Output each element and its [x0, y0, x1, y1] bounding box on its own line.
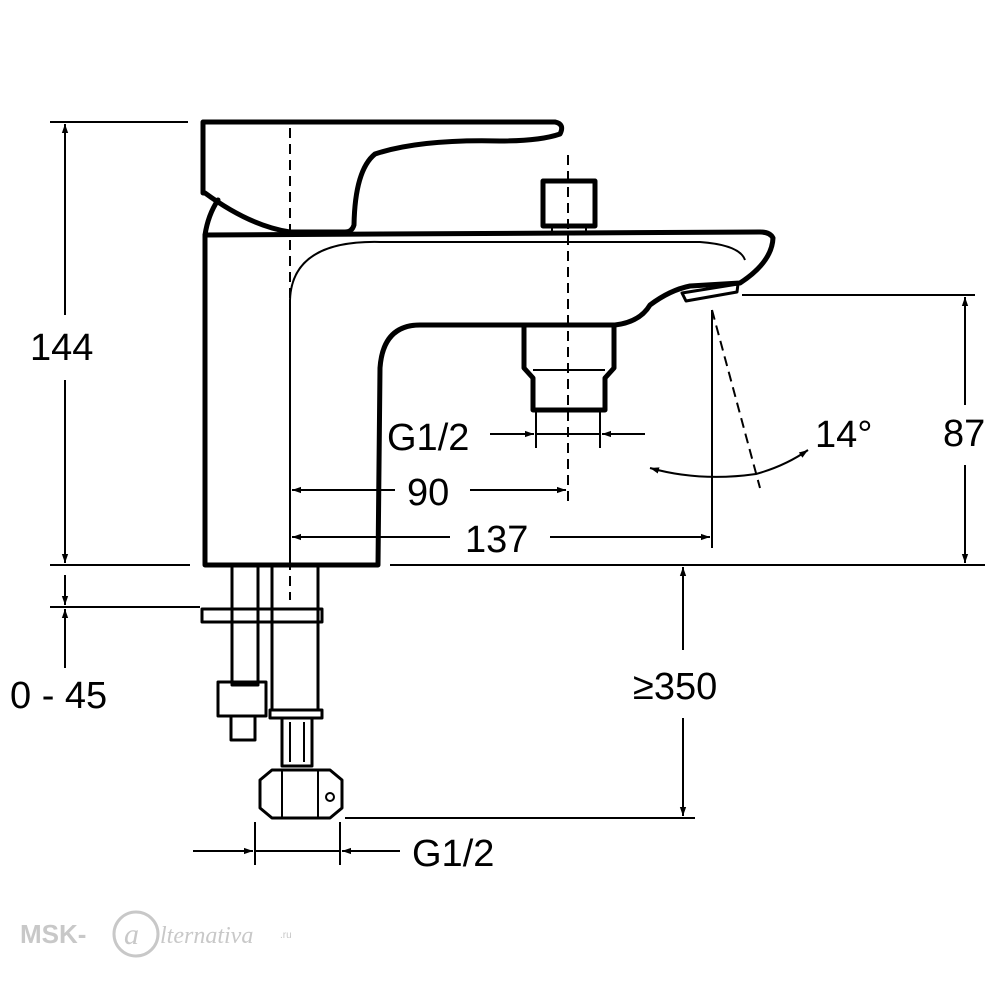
spout-contour [289, 240, 746, 301]
handle-neck [202, 197, 221, 238]
label-14deg: 14° [815, 414, 872, 456]
stud-nut [216, 680, 268, 718]
stud-end [229, 714, 257, 742]
dimension-lines [61, 124, 969, 855]
threaded-stud [230, 563, 260, 687]
spout-body [202, 229, 776, 568]
label-g12-inlet: G1/2 [412, 833, 494, 875]
watermark-at-glyph: a [124, 918, 139, 951]
label-0-45: 0 - 45 [10, 675, 107, 717]
hex-nut [258, 768, 344, 820]
watermark-suffix: .ru [280, 930, 292, 941]
faucet-body [200, 119, 776, 568]
aerator [680, 282, 740, 303]
mounting-hardware [200, 563, 344, 820]
shower-outlet [521, 322, 617, 413]
watermark-script: lternativa [160, 923, 253, 949]
watermark-at-icon [112, 910, 160, 958]
label-87: 87 [943, 413, 985, 455]
spray-line [711, 309, 761, 489]
label-137: 137 [465, 519, 528, 561]
watermark-prefix: MSK- [20, 919, 86, 949]
nut-hole [325, 792, 335, 802]
label-g12-outlet: G1/2 [387, 417, 469, 459]
extension-lines [50, 121, 985, 865]
washer-plate [200, 607, 324, 624]
label-350: ≥350 [633, 666, 717, 708]
label-90: 90 [407, 472, 449, 514]
handle-lever [200, 119, 565, 235]
watermark-logo: MSK- a lternativa .ru [20, 910, 292, 958]
dim-angle-arc [649, 449, 809, 478]
pipe-thread [280, 716, 314, 768]
dimension-labels: 144 0 - 45 87 ≥350 90 137 14° G1/2 G1/2 [10, 327, 985, 875]
label-144: 144 [30, 327, 93, 369]
supply-pipe [270, 563, 320, 712]
